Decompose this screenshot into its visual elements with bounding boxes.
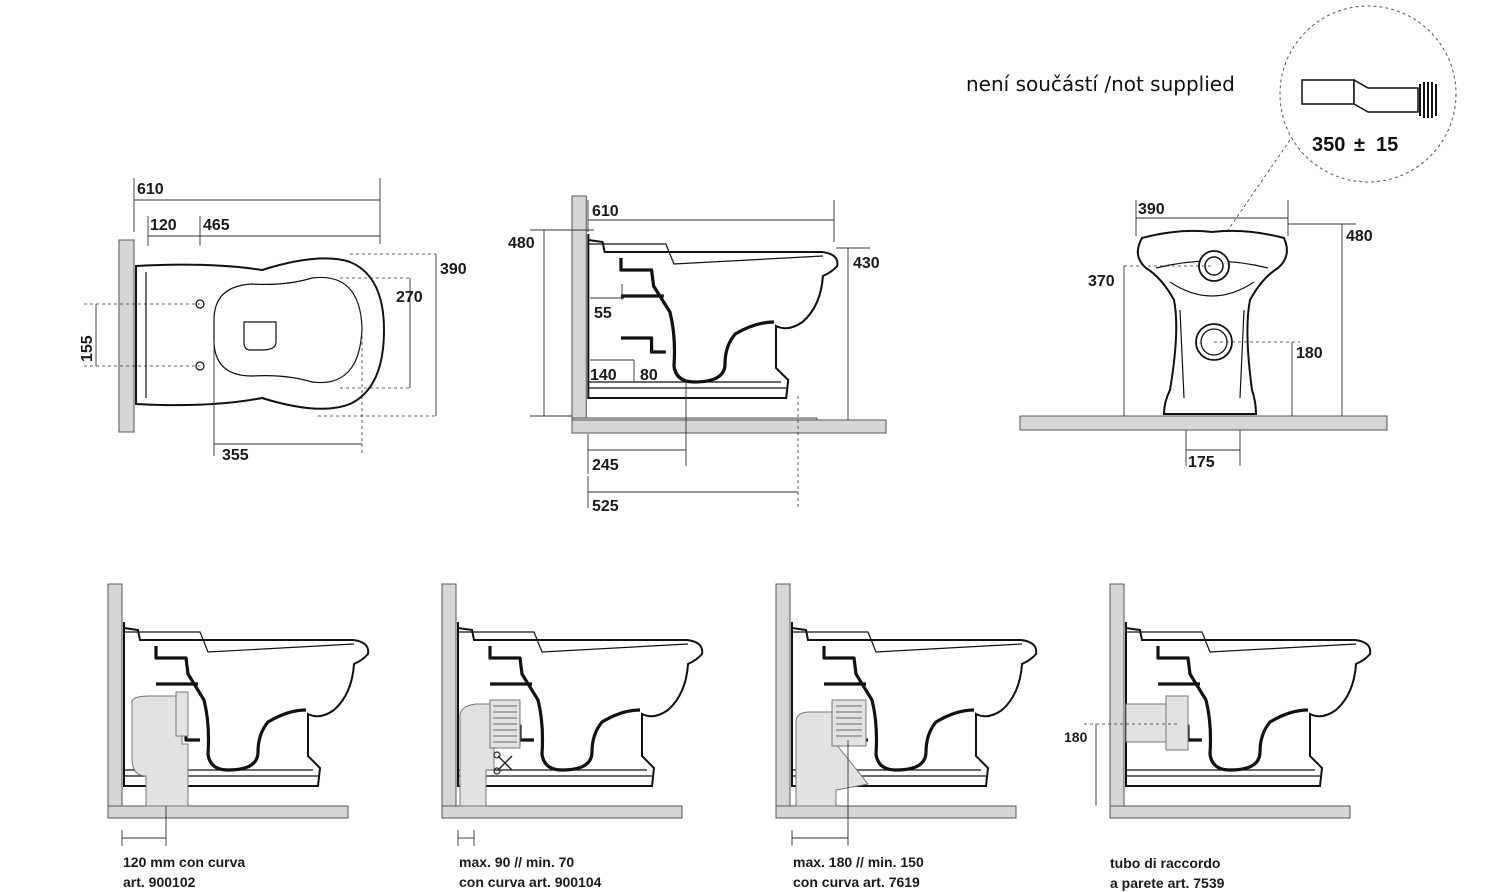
- top-dim-120: 120: [150, 217, 177, 234]
- side-dim-430: 430: [853, 255, 880, 272]
- side-dim-525: 525: [592, 498, 619, 515]
- variant-3-line2: con curva art. 7619: [793, 874, 920, 890]
- front-dim-175: 175: [1188, 454, 1215, 471]
- side-view: 610 480 430 55 140 80 245 525: [508, 194, 887, 515]
- variant-3-line1: max. 180 // min. 150: [793, 854, 924, 870]
- front-view: 390 480 370 180 175: [1019, 200, 1388, 471]
- top-dim-155: 155: [79, 335, 96, 362]
- variant-4-height: 180: [1064, 729, 1088, 745]
- variant-2: max. 90 // min. 70 con curva art. 900104: [440, 582, 704, 890]
- scissors-icon: [497, 755, 513, 771]
- variant-2-line2: con curva art. 900104: [459, 874, 602, 890]
- top-dim-270: 270: [396, 289, 423, 306]
- not-supplied-label: není součástí /not supplied: [966, 72, 1235, 96]
- front-dim-180: 180: [1296, 345, 1323, 362]
- front-dim-370: 370: [1088, 273, 1115, 290]
- connector-tolerance: 15: [1376, 134, 1398, 156]
- side-dim-140: 140: [590, 367, 617, 384]
- variant-4-line1: tubo di raccordo: [1110, 855, 1220, 871]
- front-dim-480: 480: [1346, 228, 1373, 245]
- side-dim-55: 55: [594, 305, 612, 322]
- connector-icon: [1301, 78, 1437, 118]
- top-view: 610 120 465 390 270 155 355: [79, 178, 467, 464]
- variant-3: max. 180 // min. 150 con curva art. 7619: [774, 582, 1038, 890]
- top-dim-390: 390: [440, 261, 467, 278]
- variant-4-line2: a parete art. 7539: [1110, 875, 1225, 891]
- side-dim-480: 480: [508, 235, 535, 252]
- not-supplied-callout: není součástí /not supplied 350 ± 15: [966, 5, 1457, 263]
- side-dim-80: 80: [640, 367, 658, 384]
- variant-1: 120 mm con curva art. 900102: [106, 582, 370, 890]
- top-dim-465: 465: [203, 217, 230, 234]
- side-dim-245: 245: [592, 457, 619, 474]
- connector-length: 350: [1312, 134, 1345, 156]
- tolerance-sign: ±: [1354, 134, 1365, 156]
- side-dim-610: 610: [592, 203, 619, 220]
- front-dim-390: 390: [1138, 201, 1165, 218]
- variant-1-line1: 120 mm con curva: [123, 854, 245, 870]
- top-dim-610: 610: [137, 181, 164, 198]
- variant-1-line2: art. 900102: [123, 874, 196, 890]
- variant-4: 180 tubo di raccordo a parete art. 7539: [1064, 582, 1372, 891]
- variant-2-line1: max. 90 // min. 70: [459, 854, 574, 870]
- top-dim-355: 355: [222, 447, 249, 464]
